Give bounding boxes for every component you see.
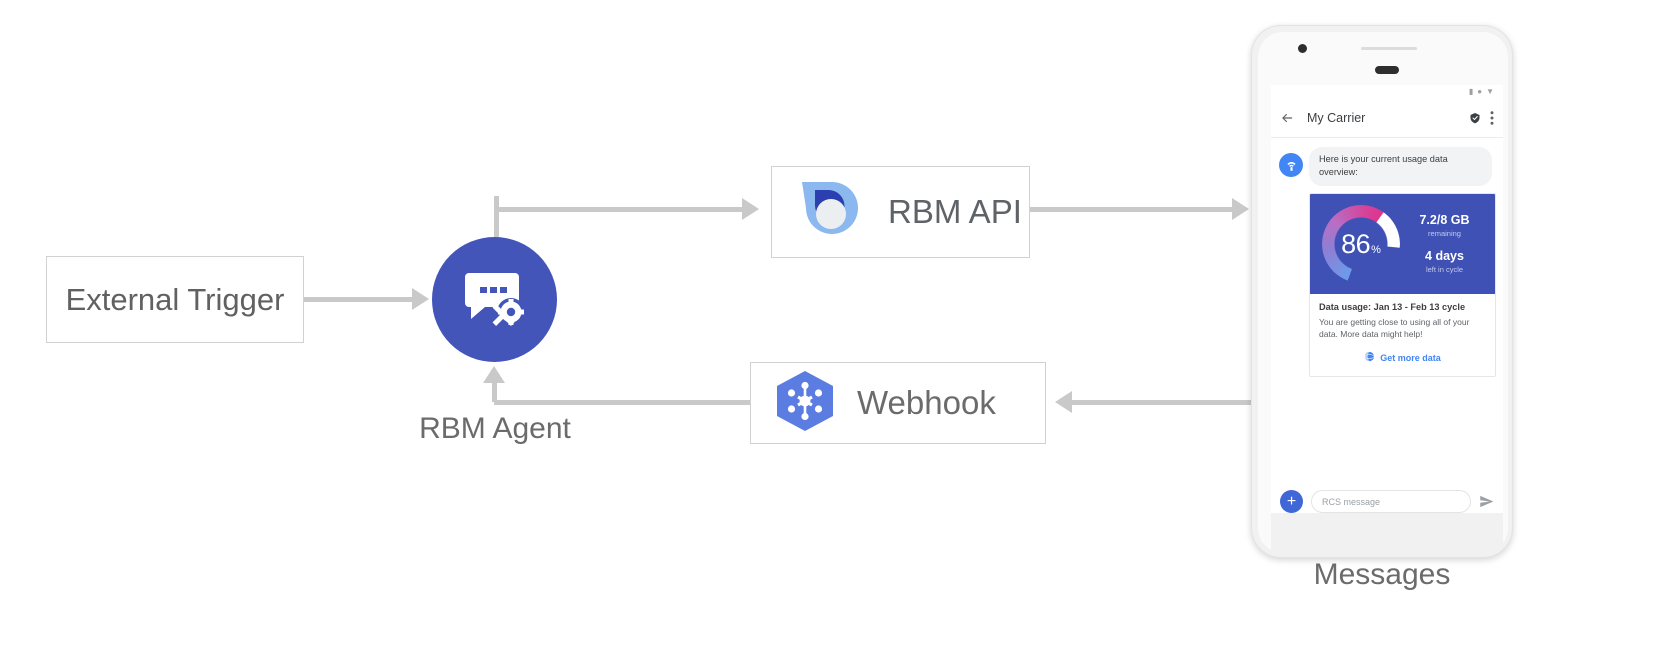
stat-days-left-label: left in cycle	[1425, 265, 1464, 275]
card-stats: 7.2/8 GB remaining 4 days left in cycle	[1400, 213, 1495, 274]
connector-trigger-to-agent	[304, 297, 414, 302]
card-action-get-more-data[interactable]: Get more data	[1310, 343, 1495, 376]
carrier-antenna-icon	[1279, 153, 1303, 177]
connector-agent-up-from-webhook	[492, 380, 497, 402]
app-bar-title: My Carrier	[1307, 111, 1366, 125]
send-icon[interactable]	[1479, 494, 1494, 509]
app-bar: My Carrier	[1271, 99, 1503, 138]
stat-days-left-value: 4 days	[1425, 249, 1464, 264]
arrowhead-agent-to-rbmapi	[742, 198, 759, 220]
gauge-unit: %	[1371, 243, 1381, 256]
arrowhead-trigger-to-agent	[412, 288, 429, 310]
conversation-thread: Here is your current usage data overview…	[1271, 138, 1503, 483]
node-webhook[interactable]: Webhook	[750, 362, 1046, 444]
usage-gauge: 86 %	[1322, 204, 1400, 283]
device-label: Messages	[1313, 558, 1451, 591]
node-rbm-agent[interactable]	[432, 237, 557, 362]
status-bar: ▮ ● ▼	[1271, 85, 1503, 99]
rbm-agent-label: RBM Agent	[419, 412, 571, 445]
bot-message-bubble: Here is your current usage data overview…	[1309, 147, 1492, 186]
arrowhead-device-to-webhook	[1055, 391, 1072, 413]
front-camera-icon	[1298, 44, 1307, 53]
globe-icon	[1364, 349, 1375, 367]
wifi-icon: ●	[1477, 87, 1483, 96]
node-external-trigger[interactable]: External Trigger	[46, 256, 304, 343]
phone-inner-frame: ▮ ● ▼ My Carrier	[1258, 32, 1508, 553]
connector-rbmapi-to-device	[1030, 207, 1235, 212]
stat-data-remaining: 7.2/8 GB remaining	[1400, 213, 1489, 238]
gauge-value: 86 %	[1322, 205, 1400, 283]
battery-icon: ▼	[1486, 87, 1494, 96]
gauge-ring	[1322, 204, 1400, 283]
external-trigger-label: External Trigger	[65, 281, 285, 317]
verified-shield-icon[interactable]	[1469, 112, 1481, 124]
signal-icon: ▮	[1468, 87, 1474, 96]
rbm-api-label: RBM API	[888, 193, 1022, 230]
message-composer: + RCS message	[1271, 483, 1503, 513]
connector-webhook-to-agent	[494, 400, 750, 405]
rbm-api-logo-icon	[794, 174, 866, 251]
back-arrow-icon[interactable]	[1280, 111, 1294, 125]
stat-days-left: 4 days left in cycle	[1400, 249, 1489, 274]
device-phone: ▮ ● ▼ My Carrier	[1251, 25, 1513, 558]
card-title: Data usage: Jan 13 - Feb 13 cycle	[1319, 301, 1466, 312]
connector-agent-up	[494, 196, 499, 246]
chat-gear-icon	[463, 267, 527, 332]
more-vert-icon[interactable]	[1490, 111, 1494, 125]
phone-screen: ▮ ● ▼ My Carrier	[1271, 85, 1503, 513]
rcs-message-input[interactable]: RCS message	[1311, 490, 1471, 513]
rich-card[interactable]: 86 % 7.2/8 GB remaining 4 days	[1309, 192, 1496, 378]
top-grille	[1361, 47, 1417, 50]
node-rbm-api[interactable]: RBM API	[771, 166, 1030, 258]
connector-agent-to-rbmapi	[494, 207, 744, 212]
phone-chin	[1271, 513, 1503, 553]
gauge-number: 86	[1341, 228, 1371, 259]
stat-data-remaining-value: 7.2/8 GB	[1419, 213, 1470, 228]
connector-device-to-webhook	[1072, 400, 1252, 405]
stat-data-remaining-label: remaining	[1428, 229, 1461, 239]
arrowhead-webhook-to-agent	[483, 366, 505, 383]
plus-icon[interactable]: +	[1280, 490, 1303, 513]
earpiece-speaker	[1375, 66, 1399, 74]
webhook-label: Webhook	[857, 384, 996, 421]
card-graphic: 86 % 7.2/8 GB remaining 4 days	[1310, 193, 1495, 294]
cloud-functions-hexagon-icon	[771, 368, 839, 439]
bot-message-row: Here is your current usage data overview…	[1279, 147, 1495, 186]
card-body: You are getting close to using all of yo…	[1319, 316, 1470, 339]
card-text: Data usage: Jan 13 - Feb 13 cycle You ar…	[1310, 294, 1495, 344]
card-action-label: Get more data	[1380, 353, 1441, 364]
rcs-message-placeholder: RCS message	[1322, 496, 1381, 507]
arrowhead-rbmapi-to-device	[1232, 198, 1249, 220]
